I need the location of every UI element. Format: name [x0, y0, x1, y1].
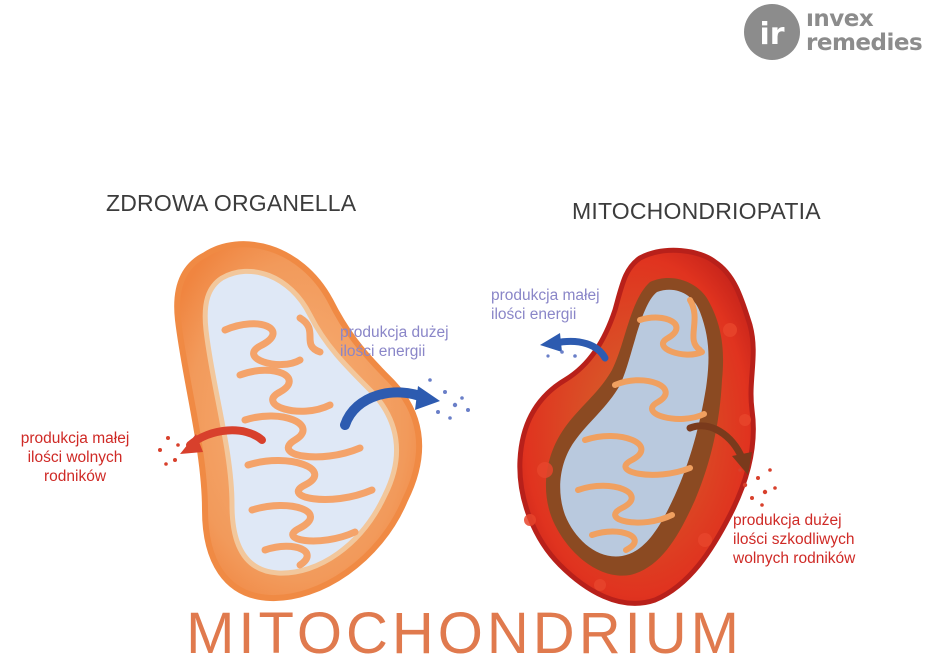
diseased-mitochondrion — [517, 247, 756, 606]
healthy-radicals-note: produkcja małej ilości wolnych rodników — [0, 429, 150, 486]
diseased-energy-note-line2: ilości energii — [491, 306, 577, 323]
healthy-energy-arrow — [340, 386, 440, 430]
healthy-radicals-arrow — [180, 426, 266, 454]
diseased-radical-dots — [738, 468, 777, 507]
healthy-energy-dots — [428, 378, 470, 420]
diseased-energy-arrow — [540, 333, 609, 362]
diseased-radicals-note-line3: wolnych rodników — [733, 550, 856, 567]
healthy-heading: ZDROWA ORGANELLA — [106, 190, 357, 216]
diseased-heading: MITOCHONDRIOPATIA — [572, 198, 821, 224]
diseased-damage-spots — [524, 323, 751, 591]
healthy-radical-dots — [158, 436, 180, 466]
healthy-radicals-note-line3: rodników — [43, 468, 107, 485]
healthy-energy-note: produkcja dużej ilości energii — [340, 323, 449, 361]
healthy-energy-note-line1: produkcja dużej — [340, 324, 449, 341]
healthy-mitochondrion — [174, 241, 423, 602]
diseased-cristae — [575, 297, 707, 553]
healthy-radicals-note-line2: ilości wolnych — [27, 449, 123, 466]
brand-name: ınvex remedies — [806, 6, 923, 56]
diseased-matrix — [560, 289, 709, 557]
diseased-radicals-note-line1: produkcja dużej — [733, 512, 842, 529]
diseased-energy-dots — [546, 350, 577, 358]
diseased-radicals-note-line2: ilości szkodliwych — [733, 531, 855, 548]
main-title: MITOCHONDRIUM — [186, 601, 743, 666]
brand-logo: ir — [742, 2, 929, 62]
logo-icon-text: ir — [759, 17, 784, 52]
brand-name-line2: remedies — [806, 30, 923, 56]
healthy-energy-note-line2: ilości energii — [340, 343, 426, 360]
diseased-radicals-note: produkcja dużej ilości szkodliwych wolny… — [733, 511, 855, 568]
diseased-radicals-arrow — [686, 422, 752, 475]
logo-icon: ir — [744, 4, 800, 60]
diseased-energy-note: produkcja małej ilości energii — [491, 286, 600, 324]
healthy-radicals-note-line1: produkcja małej — [20, 430, 130, 447]
diseased-energy-note-line1: produkcja małej — [491, 287, 600, 304]
brand-name-line1: ınvex — [806, 6, 874, 32]
healthy-cristae — [221, 314, 376, 569]
